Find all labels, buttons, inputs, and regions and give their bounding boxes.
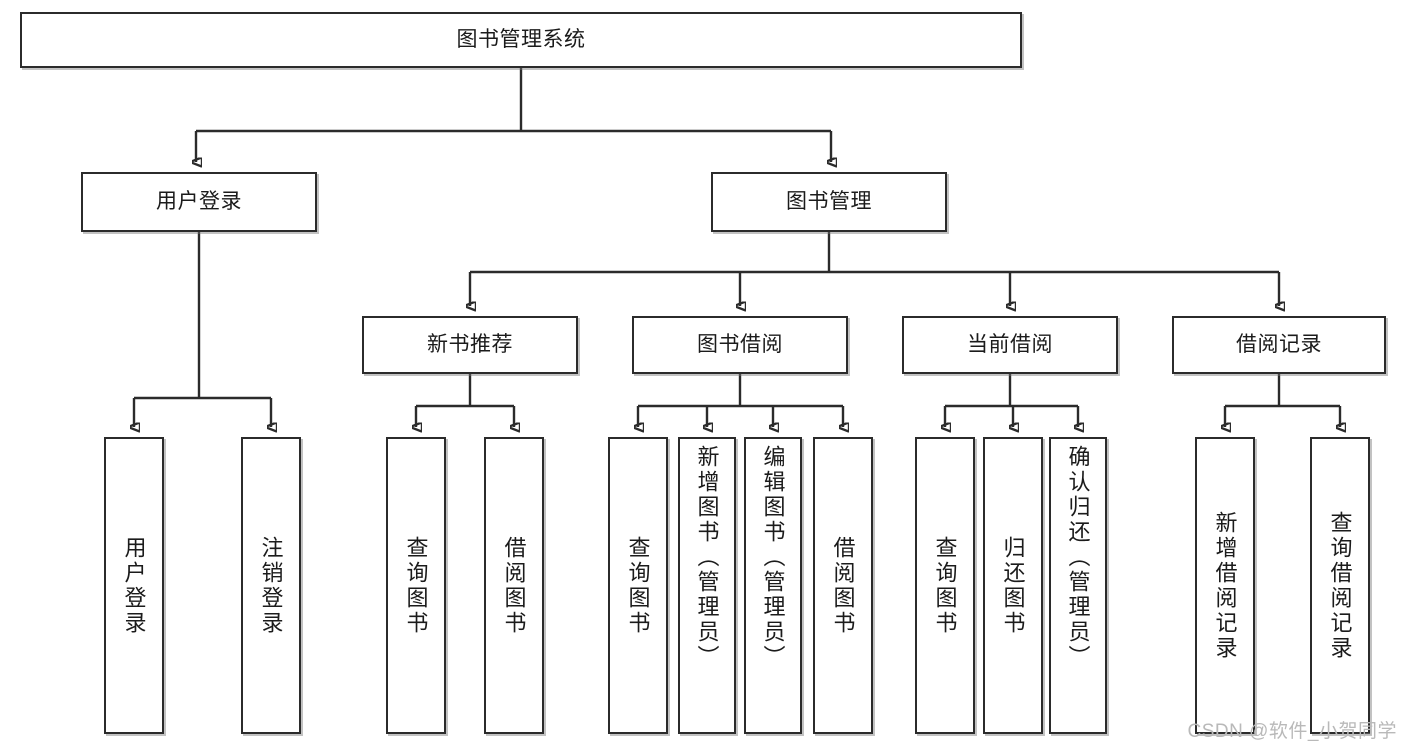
node-root-label: 图书管理系统 [456,28,586,52]
node-borrow-record[interactable]: 借阅记录 [1172,316,1386,374]
node-user-login[interactable]: 用户登录 [81,172,317,232]
node-book-manage-label: 图书管理 [786,190,872,214]
watermark: CSDN @软件_小贺同学 [1187,721,1397,742]
leaf-query-book-current[interactable]: 查询图书 [915,437,975,734]
leaf-borrow-book-recommend[interactable]: 借阅图书 [484,437,544,734]
leaf-edit-book-admin-label: 编辑图书（管理员） [760,445,786,670]
leaf-borrow-book-recommend-label: 借阅图书 [501,535,527,636]
leaf-borrow-book-borrow[interactable]: 借阅图书 [813,437,873,734]
leaf-query-book-current-label: 查询图书 [932,535,958,636]
leaf-return-book-label: 归还图书 [1000,535,1026,636]
leaf-query-book-recommend-label: 查询图书 [403,535,429,636]
leaf-confirm-return-admin-label: 确认归还（管理员） [1065,445,1091,670]
leaf-query-borrow-record-label: 查询借阅记录 [1327,510,1353,661]
leaf-borrow-book-borrow-label: 借阅图书 [830,535,856,636]
leaf-query-borrow-record[interactable]: 查询借阅记录 [1310,437,1370,734]
leaf-return-book[interactable]: 归还图书 [983,437,1043,734]
leaf-query-book-borrow-label: 查询图书 [625,535,651,636]
node-book-borrow-label: 图书借阅 [697,333,783,357]
node-current-borrow-label: 当前借阅 [967,333,1053,357]
leaf-add-borrow-record-label: 新增借阅记录 [1212,510,1238,661]
node-current-borrow[interactable]: 当前借阅 [902,316,1118,374]
leaf-edit-book-admin[interactable]: 编辑图书（管理员） [744,437,802,734]
leaf-add-borrow-record[interactable]: 新增借阅记录 [1195,437,1255,734]
node-new-book-recommend-label: 新书推荐 [427,333,513,357]
leaf-query-book-borrow[interactable]: 查询图书 [608,437,668,734]
node-root[interactable]: 图书管理系统 [20,12,1022,68]
node-new-book-recommend[interactable]: 新书推荐 [362,316,578,374]
leaf-user-logout-label: 注销登录 [258,535,284,636]
leaf-user-logout[interactable]: 注销登录 [241,437,301,734]
node-book-borrow[interactable]: 图书借阅 [632,316,848,374]
leaf-user-login-label: 用户登录 [121,535,147,636]
leaf-add-book-admin[interactable]: 新增图书（管理员） [678,437,736,734]
leaf-add-book-admin-label: 新增图书（管理员） [694,445,720,670]
node-book-manage[interactable]: 图书管理 [711,172,947,232]
leaf-query-book-recommend[interactable]: 查询图书 [386,437,446,734]
leaf-user-login[interactable]: 用户登录 [104,437,164,734]
node-user-login-label: 用户登录 [156,190,242,214]
node-borrow-record-label: 借阅记录 [1236,333,1322,357]
leaf-confirm-return-admin[interactable]: 确认归还（管理员） [1049,437,1107,734]
